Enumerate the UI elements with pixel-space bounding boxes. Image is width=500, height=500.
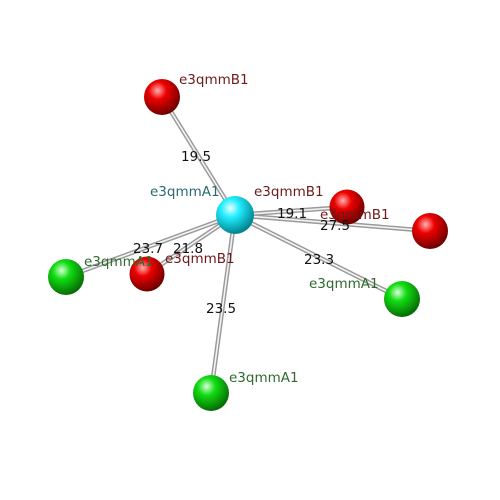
atom-n4 [129,256,165,292]
label-n3: e3qmmB1 [320,207,390,223]
atom-n1 [144,79,180,115]
atom-center [216,196,254,234]
atom-n7 [193,375,229,411]
label-n5: e3qmmA1 [84,254,154,270]
distance-n5: 23.7 [133,241,163,257]
atoms [48,79,448,411]
label-n2: e3qmmB1 [254,184,324,200]
atom-n2 [329,189,365,225]
distance-n1: 19.5 [181,149,211,165]
bond-n1 [159,94,238,218]
bond-n5 [63,212,238,280]
atom-n3 [412,213,448,249]
label-center: e3qmmA1 [150,184,220,200]
bond-n6 [232,212,405,302]
distance-n7: 23.5 [206,301,236,317]
distance-n3: 27.5 [320,218,350,234]
bond-n3 [232,212,433,234]
atom-n6 [384,281,420,317]
label-n1: e3qmmB1 [179,72,249,88]
bond-n7 [208,212,238,396]
distance-n4: 21.8 [173,241,203,257]
atom-labels: e3qmmB1 e3qmmA1 e3qmmB1 e3qmmB1 e3qmmA1 … [84,72,390,386]
label-n7: e3qmmA1 [229,370,299,386]
distance-n6: 23.3 [304,252,334,268]
distance-n2: 19.1 [277,206,307,222]
label-n6: e3qmmA1 [309,276,379,292]
bonds [63,94,433,396]
atom-n5 [48,259,84,295]
label-n4: e3qmmB1 [165,251,235,267]
distance-labels: 19.5 19.1 27.5 23.7 21.8 23.3 23.5 [133,149,350,317]
